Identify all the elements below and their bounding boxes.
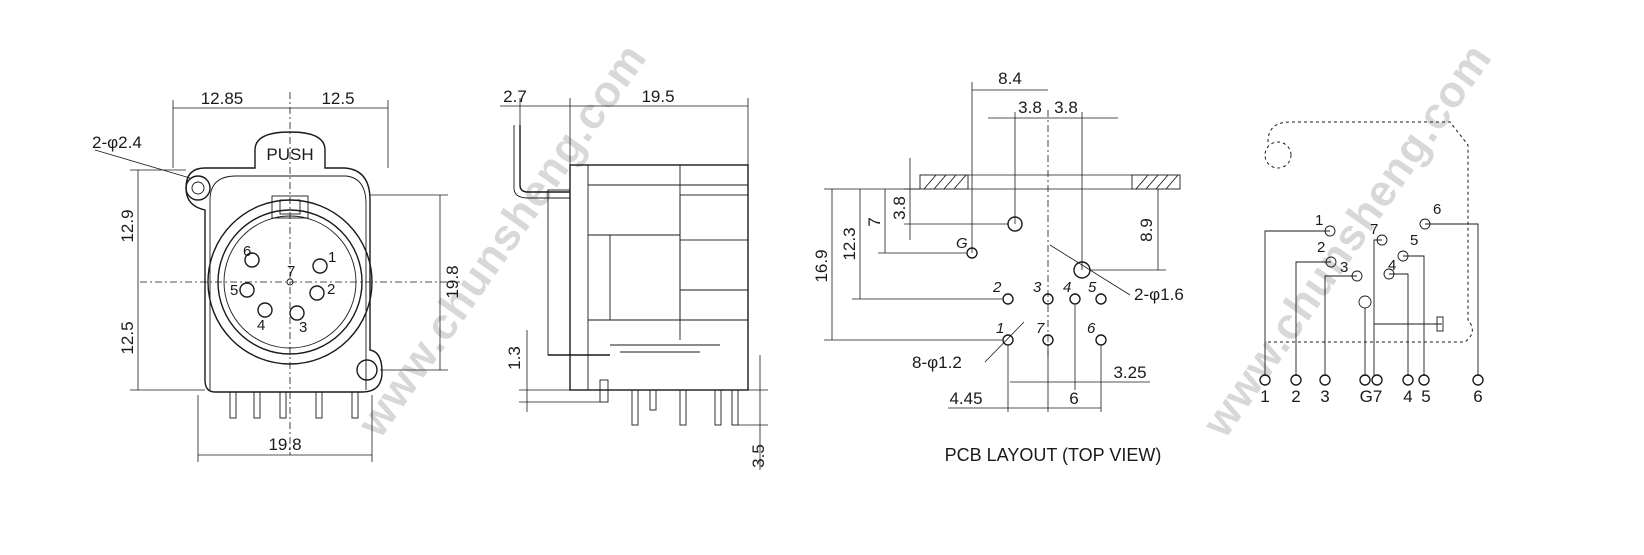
front-pins — [229, 391, 359, 419]
pcb-label-3: 3 — [1033, 279, 1042, 296]
pcb-hole-2 — [1002, 293, 1014, 305]
dim-pcb-mount-holes: 2-φ1.6 — [1134, 285, 1184, 304]
pin-label-5: 5 — [230, 282, 238, 299]
pcb-layout-title: PCB LAYOUT (TOP VIEW) — [945, 445, 1162, 465]
dim-pcb-pin-holes: 8-φ1.2 — [912, 353, 962, 372]
schematic-mount-hole — [1264, 141, 1292, 169]
latch-inner — [279, 199, 301, 215]
mounting-hole-inner — [191, 181, 205, 195]
pcb-layout: G 2 3 4 5 1 7 6 8.4 3.8 3.8 3.8 7 12.3 1… — [812, 69, 1184, 465]
dim-front-hole: 2-φ2.4 — [92, 133, 142, 152]
dim-side-standoff: 1.3 — [505, 346, 524, 370]
pin-hole-5 — [239, 282, 255, 298]
dim-pcb-pitch-total: 8.4 — [998, 69, 1022, 88]
front-view: PUSH 6 1 5 2 4 3 7 12.85 12.5 2-φ2.4 — [92, 89, 462, 462]
sch-bottom-label-3: 3 — [1320, 387, 1329, 406]
dim-pcb-right: 8.9 — [1137, 218, 1156, 242]
pcb-hole-5 — [1095, 293, 1107, 305]
sch-label-7: 7 — [1370, 221, 1378, 238]
sch-label-5: 5 — [1410, 232, 1418, 249]
sch-label-3: 3 — [1340, 259, 1348, 276]
pcb-label-g: G — [956, 235, 968, 252]
dim-front-bottom-width: 19.8 — [268, 435, 301, 454]
dim-front-right-width: 12.5 — [321, 89, 354, 108]
pin-hole-2 — [309, 285, 325, 301]
dim-pcb-half-b: 3.8 — [1054, 98, 1078, 117]
sch-bottom-label-1: 1 — [1260, 387, 1269, 406]
schematic-outline — [1267, 121, 1473, 343]
dim-pcb-half-a: 3.8 — [1018, 98, 1042, 117]
dim-pcb-total: 16.9 — [812, 249, 831, 282]
pin-label-4: 4 — [257, 317, 265, 334]
mounting-hole — [185, 175, 211, 201]
push-label: PUSH — [266, 145, 313, 164]
dim-front-upper-height: 12.9 — [118, 209, 137, 242]
pin-hole-4 — [257, 302, 273, 318]
inner-ring — [217, 209, 363, 355]
dim-pcb-mid: 12.3 — [840, 227, 859, 260]
latch — [271, 195, 309, 219]
pcb-hole-7 — [1042, 334, 1054, 346]
dim-pcb-offset-a: 4.45 — [949, 389, 982, 408]
dim-front-body-height: 19.8 — [443, 265, 462, 298]
side-body — [569, 164, 749, 391]
pin-hole-1 — [312, 258, 328, 274]
sch-bottom-label-5: 5 — [1421, 387, 1430, 406]
pcb-hole-1 — [1002, 334, 1014, 346]
mounting-hole-lower — [356, 359, 378, 381]
dim-side-flange: 2.7 — [503, 87, 527, 106]
dim-pcb-spacing: 6 — [1069, 389, 1078, 408]
dim-side-pin-length: 3.5 — [749, 444, 768, 468]
dim-front-lower-height: 12.5 — [118, 321, 137, 354]
dim-side-depth: 19.5 — [641, 87, 674, 106]
sch-bottom-label-2: 2 — [1291, 387, 1300, 406]
pinout-schematic: 1 2 3 4 5 6 7 1 2 3 G7 4 5 6 — [1259, 121, 1484, 406]
dim-front-left-width: 12.85 — [201, 89, 244, 108]
sch-label-6: 6 — [1433, 201, 1441, 218]
dim-pcb-offset-b: 3.25 — [1113, 363, 1146, 382]
side-view: 2.7 19.5 1.3 3.5 — [500, 87, 768, 470]
pcb-label-2: 2 — [992, 279, 1002, 296]
sch-bottom-label-g7: G7 — [1360, 387, 1383, 406]
pin-hole-6 — [244, 252, 260, 268]
dim-pcb-upper: 7 — [865, 217, 884, 226]
pcb-hole-3 — [1042, 293, 1054, 305]
pcb-label-6: 6 — [1087, 320, 1096, 337]
insert-face — [223, 215, 357, 349]
pin-label-7: 7 — [287, 263, 295, 280]
pcb-hole-4 — [1069, 293, 1081, 305]
watermark-text: www.chunsheng.com — [1192, 35, 1501, 447]
connector-flange — [209, 175, 367, 390]
pin-label-2: 2 — [327, 281, 335, 298]
sch-label-2: 2 — [1317, 239, 1325, 256]
dim-pcb-edge-offset: 3.8 — [890, 196, 909, 220]
pcb-label-7: 7 — [1036, 320, 1045, 337]
pcb-label-5: 5 — [1088, 279, 1097, 296]
pcb-label-1: 1 — [996, 320, 1004, 337]
pin-hole-3 — [289, 305, 305, 321]
sch-bottom-label-6: 6 — [1473, 387, 1482, 406]
sch-label-4: 4 — [1388, 257, 1396, 274]
pcb-label-4: 4 — [1063, 279, 1071, 296]
pin-hole-7 — [286, 278, 294, 286]
sch-label-1: 1 — [1315, 212, 1323, 229]
sch-bottom-label-4: 4 — [1403, 387, 1412, 406]
pin-label-3: 3 — [299, 319, 307, 336]
pin-label-1: 1 — [328, 249, 336, 266]
pcb-hole-6 — [1095, 334, 1107, 346]
side-bracket — [519, 125, 570, 193]
pin-label-6: 6 — [243, 243, 251, 260]
